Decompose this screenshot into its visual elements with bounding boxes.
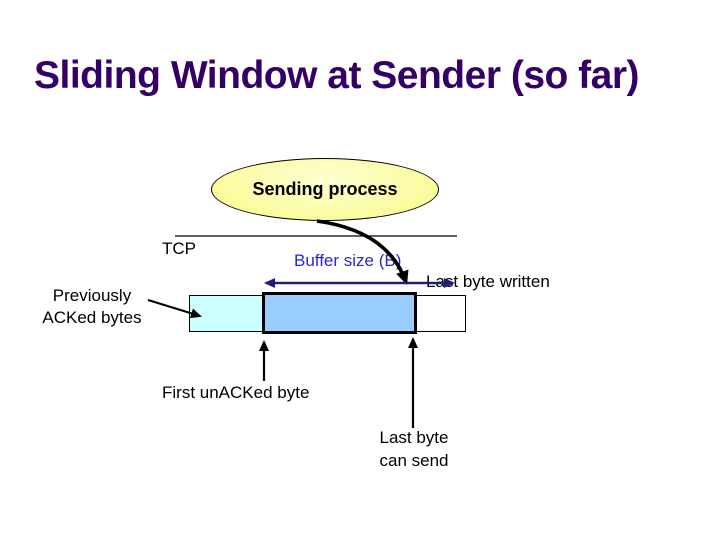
acked-bytes-segment (190, 296, 263, 331)
last-byte-written-label: Last byte written (426, 272, 550, 291)
sending-process-label: Sending process (252, 179, 398, 199)
previously-acked-label: Previously ACKed bytes (24, 285, 160, 329)
send-window-segment (262, 292, 417, 334)
first-unacked-label: First unACKed byte (162, 383, 310, 402)
sending-process-ellipse: Sending process (211, 158, 439, 221)
page-title: Sliding Window at Sender (so far) (34, 54, 640, 97)
last-byte-can-send-line1: Last byte (379, 428, 449, 447)
last-byte-can-send-label: Last byte can send (364, 426, 464, 472)
previously-acked-line1: Previously (52, 286, 132, 305)
tcp-label: TCP (162, 239, 196, 258)
last-byte-can-send-line2: can send (379, 451, 449, 470)
buffer-size-label: Buffer size (B) (294, 251, 402, 270)
previously-acked-line2: ACKed bytes (42, 308, 142, 327)
